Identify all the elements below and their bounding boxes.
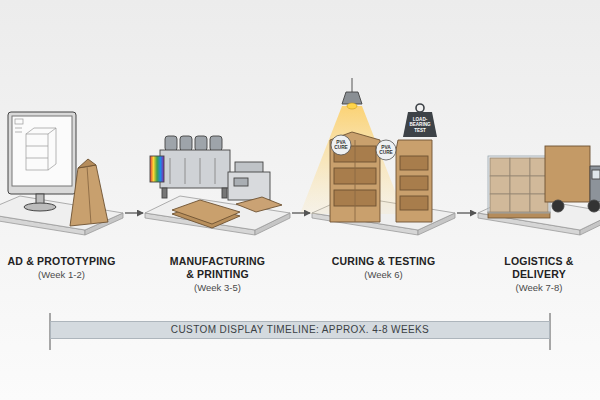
- computer-monitor: [8, 112, 76, 194]
- stage-week: (Week 3-5): [194, 282, 241, 294]
- callout-badge: [331, 135, 396, 160]
- stage-title: LOGISTICS & DELIVERY: [498, 255, 580, 281]
- die-cutter: [228, 162, 270, 200]
- printing-press: [200, 158, 201, 184]
- flow-arrow: [457, 212, 476, 213]
- cardboard-sheets: [236, 197, 282, 212]
- stage-title: MANUFACTURING & PRINTING: [169, 255, 267, 281]
- computer-monitor: [26, 134, 48, 170]
- display-stand: [400, 156, 428, 170]
- stage-title: CURING & TESTING: [332, 255, 436, 268]
- computer-monitor: [15, 119, 23, 124]
- curing-lamp: [300, 78, 404, 214]
- delivery-truck: [590, 166, 600, 202]
- stage-title: AD & PROTOTYPING: [7, 255, 115, 268]
- display-stand: [330, 132, 432, 222]
- stage-node: LOGISTICS & DELIVERY(Week 7-8): [478, 100, 600, 305]
- computer-monitor: [56, 128, 57, 164]
- platform: [145, 196, 290, 230]
- stage-week: (Week 6): [364, 269, 402, 281]
- printing-press: [160, 150, 230, 188]
- printing-press: [185, 158, 186, 184]
- printing-press: [215, 158, 216, 184]
- printing-press: [165, 136, 177, 151]
- printing-press: [162, 188, 167, 198]
- computer-monitor: [26, 158, 48, 159]
- stage-week: (Week 1-2): [38, 269, 85, 281]
- delivery-truck: [552, 200, 564, 212]
- curing-lamp: [347, 103, 357, 109]
- display-stand: [400, 176, 428, 190]
- computer-monitor: [26, 128, 34, 134]
- flow-arrow: [292, 212, 310, 213]
- stage-node: AD & PROTOTYPING(Week 1-2): [0, 100, 123, 305]
- printing-press: [170, 158, 171, 184]
- die-cutter: [235, 162, 263, 173]
- stage-node: MANUFACTURING & PRINTING(Week 3-5): [145, 100, 290, 305]
- computer-monitor: [15, 132, 22, 133]
- timeline-text: CUSTOM DISPLAY TIMELINE: APPROX. 4-8 WEE…: [171, 323, 429, 337]
- computer-monitor: [15, 119, 56, 170]
- computer-monitor: [48, 164, 56, 170]
- display-stand: [330, 132, 380, 222]
- pallet-load: [488, 156, 550, 213]
- cardboard-sheets: [172, 197, 282, 228]
- die-cutter: [228, 172, 270, 200]
- timeline-bracket: [50, 313, 550, 350]
- flow-arrow: [125, 212, 143, 213]
- computer-monitor: [8, 112, 76, 211]
- curing-lamp: [300, 106, 404, 214]
- callout-label: PVA CURE: [331, 135, 351, 155]
- stage-node: CURING & TESTING(Week 6): [312, 100, 455, 305]
- cardboard-prototype: [87, 166, 91, 224]
- die-cutter: [234, 178, 248, 186]
- delivery-truck: [545, 146, 590, 202]
- printing-press: [195, 136, 207, 151]
- printing-press: [150, 136, 230, 198]
- computer-monitor: [24, 203, 56, 211]
- computer-monitor: [12, 116, 72, 186]
- test-weight: [416, 104, 424, 112]
- curing-lamp: [342, 92, 362, 104]
- curing-lamp: [352, 78, 353, 92]
- callout-label: LOAD-BEARING TEST: [406, 114, 434, 136]
- callout-label: PVA CURE: [376, 140, 396, 160]
- computer-monitor: [34, 128, 56, 129]
- printing-press: [210, 136, 222, 151]
- delivery-truck: [545, 146, 600, 212]
- display-stand: [400, 196, 428, 210]
- cardboard-sheets: [172, 200, 240, 224]
- printing-press: [222, 188, 227, 198]
- delivery-truck: [588, 200, 600, 212]
- printing-press: [150, 156, 164, 182]
- display-stand: [396, 140, 432, 222]
- computer-monitor: [26, 146, 48, 147]
- printing-press: [180, 136, 192, 151]
- pallet-load: [488, 156, 550, 218]
- test-weight: [403, 104, 437, 137]
- callout-badge: [376, 140, 396, 160]
- computer-monitor: [48, 128, 56, 134]
- cardboard-prototype: [70, 159, 108, 226]
- stage-week: (Week 7-8): [516, 282, 563, 294]
- delivery-truck: [592, 170, 600, 179]
- display-stand: [355, 140, 356, 222]
- cardboard-prototype: [70, 165, 108, 226]
- callout-badge: [331, 135, 351, 155]
- test-weight: [403, 112, 437, 137]
- computer-monitor: [15, 128, 22, 129]
- timeline-bar: CUSTOM DISPLAY TIMELINE: APPROX. 4-8 WEE…: [50, 321, 550, 339]
